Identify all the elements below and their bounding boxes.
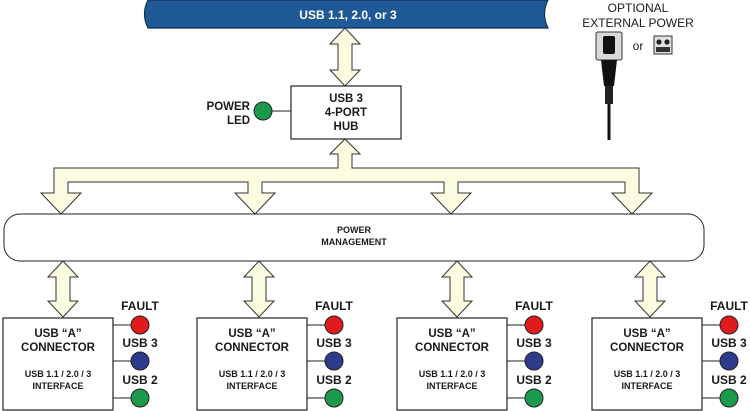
connector-title-line1: USB “A” (428, 328, 475, 340)
usb2-led-icon (130, 388, 150, 408)
interface-line2: INTERFACE (426, 381, 477, 391)
usb2-led-label: USB 2 (516, 373, 552, 387)
usb3-led-label: USB 3 (711, 336, 747, 350)
usb3-led-icon (719, 351, 739, 371)
power-management-line1: POWER (337, 225, 372, 235)
connector-title-line1: USB “A” (228, 328, 275, 340)
fault-led-icon (719, 315, 739, 335)
port-3-arrow (440, 260, 474, 318)
hub-line3: HUB (334, 121, 359, 133)
port-4-arrow (633, 260, 667, 318)
fault-led-label: FAULT (121, 299, 159, 313)
fault-led-icon (524, 315, 544, 335)
fault-led-label: FAULT (515, 299, 553, 313)
hub-line1: USB 3 (329, 93, 363, 105)
connector-title-line2: CONNECTOR (21, 342, 96, 354)
interface-line2: INTERFACE (621, 381, 672, 391)
connector-title-line1: USB “A” (34, 328, 81, 340)
usb-a-connector-box (591, 317, 703, 411)
usb-a-connector-box (2, 317, 114, 411)
port-2-arrow (242, 260, 276, 318)
external-power-line2: EXTERNAL POWER (582, 16, 694, 30)
terminal-block-icon (653, 35, 673, 55)
fault-led-icon (324, 315, 344, 335)
connector-title-line1: USB “A” (623, 328, 670, 340)
power-management-box (3, 213, 705, 262)
usb3-led-icon (324, 351, 344, 371)
usb-a-connector-box (396, 317, 508, 411)
power-led-icon (253, 101, 273, 121)
bus-hub-arrow (328, 27, 362, 87)
usb-bus-label: USB 1.1, 2.0, or 3 (299, 8, 397, 22)
usb-bus-banner (143, 0, 549, 29)
usb2-led-icon (524, 388, 544, 408)
usb2-led-label: USB 2 (122, 373, 158, 387)
ports-group: USB “A” CONNECTOR USB 1.1 / 2.0 / 3 INTERFA… (2, 260, 749, 411)
interface-line2: INTERFACE (32, 381, 83, 391)
fault-led-label: FAULT (710, 299, 748, 313)
port-3: USB “A” CONNECTOR USB 1.1 / 2.0 / 3 INTERFA… (396, 260, 554, 411)
port-1-arrow (46, 260, 80, 318)
usb2-led-icon (719, 388, 739, 408)
usb2-led-icon (324, 388, 344, 408)
usb3-led-label: USB 3 (316, 336, 352, 350)
usb-a-connector-box (196, 317, 308, 411)
interface-line1: USB 1.1 / 2.0 / 3 (419, 369, 486, 379)
port-1: USB “A” CONNECTOR USB 1.1 / 2.0 / 3 INTERFA… (2, 260, 160, 411)
interface-line1: USB 1.1 / 2.0 / 3 (219, 369, 286, 379)
usb3-led-label: USB 3 (122, 336, 158, 350)
power-management-line2: MANAGEMENT (321, 237, 387, 247)
power-led-label-line2: LED (227, 115, 250, 127)
port-4: USB “A” CONNECTOR USB 1.1 / 2.0 / 3 INTERFA… (591, 260, 749, 411)
usb2-led-label: USB 2 (316, 373, 352, 387)
power-plug-icon (595, 31, 623, 140)
connector-title-line2: CONNECTOR (610, 342, 685, 354)
usb2-led-label: USB 2 (711, 373, 747, 387)
connector-title-line2: CONNECTOR (215, 342, 290, 354)
hub-distribution-arrow (39, 138, 654, 215)
external-power-line1: OPTIONAL (608, 1, 669, 15)
port-2: USB “A” CONNECTOR USB 1.1 / 2.0 / 3 INTERFA… (196, 260, 354, 411)
usb3-led-icon (130, 351, 150, 371)
interface-line1: USB 1.1 / 2.0 / 3 (25, 369, 92, 379)
usb3-led-label: USB 3 (516, 336, 552, 350)
hub-box (290, 85, 402, 140)
hub-line2: 4-PORT (325, 107, 367, 119)
external-power-or: or (633, 39, 644, 53)
interface-line2: INTERFACE (226, 381, 277, 391)
fault-led-icon (130, 315, 150, 335)
power-led-label-line1: POWER (207, 101, 251, 113)
usb3-led-icon (524, 351, 544, 371)
interface-line1: USB 1.1 / 2.0 / 3 (614, 369, 681, 379)
connector-title-line2: CONNECTOR (415, 342, 490, 354)
fault-led-label: FAULT (315, 299, 353, 313)
